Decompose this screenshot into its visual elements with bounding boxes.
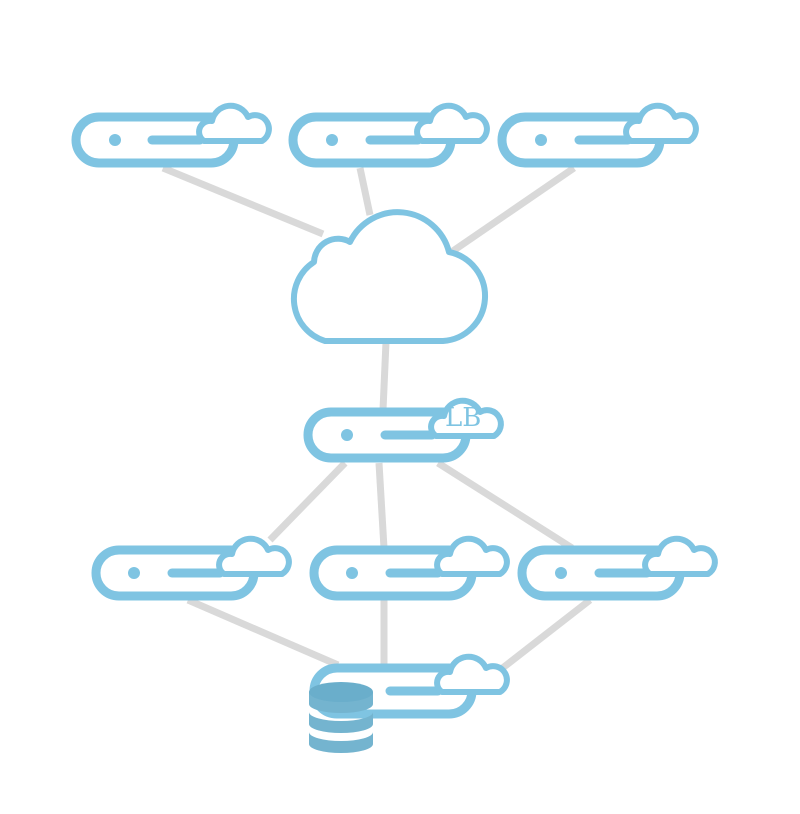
server-top-middle: [288, 106, 487, 168]
central-cloud-icon: [290, 209, 488, 344]
edge-server-top-left-to-cloud: [161, 164, 325, 238]
cloud-icon: [199, 106, 269, 141]
cloud-icon: [437, 657, 507, 692]
server-mid-right: [517, 539, 715, 601]
load-balancer-server: LB: [303, 401, 501, 463]
database-icon: [309, 682, 373, 753]
edge-lb-to-server-mid-left: [267, 460, 348, 543]
connection-lines: [161, 164, 593, 673]
edge-server-mid-right-to-db: [497, 597, 593, 673]
server-top-left: [71, 106, 269, 168]
edge-cloud-to-lb: [379, 341, 390, 411]
cloud-icon: [417, 106, 487, 141]
cloud-icon: [219, 539, 289, 574]
server-top-right: [497, 106, 696, 168]
cloud-icon: [626, 106, 696, 141]
edge-lb-to-server-mid-middle: [375, 462, 388, 549]
server-mid-left: [91, 539, 289, 601]
edge-server-mid-left-to-db: [186, 596, 340, 669]
server-mid-middle: [309, 539, 507, 601]
lb-label: LB: [445, 403, 481, 433]
edge-server-top-middle-to-cloud: [356, 167, 374, 216]
database-server: [309, 657, 507, 753]
cloud-icon: [437, 539, 507, 574]
edge-lb-to-server-mid-right: [436, 460, 574, 551]
edge-server-top-right-to-cloud: [448, 165, 576, 256]
cloud-icon: [645, 539, 715, 574]
